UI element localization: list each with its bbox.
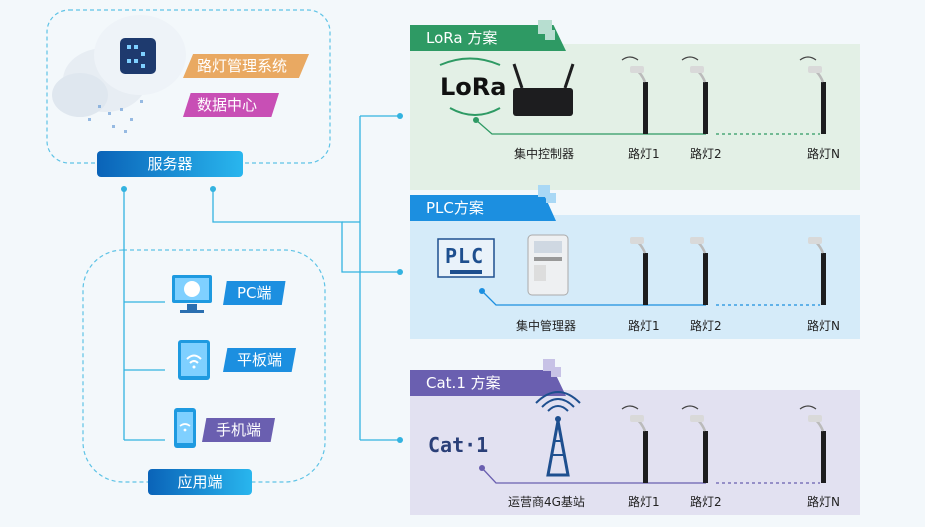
plc-title: PLC方案 — [410, 195, 556, 221]
streetlight-icon — [621, 405, 648, 483]
tower-icon — [535, 391, 581, 477]
plc-lampN-label: 路灯N — [807, 319, 840, 333]
streetlight-icon — [808, 237, 826, 305]
streetlight-icon — [681, 56, 708, 134]
cat1-panel-bg — [410, 390, 860, 515]
cat1-title: Cat.1 方案 — [410, 370, 566, 396]
app-section: PC端 平板端 手机端 应用端 — [148, 265, 330, 495]
plc-controller-label: 集中管理器 — [516, 319, 577, 333]
server-frame — [46, 9, 331, 164]
streetlight-icon — [799, 405, 826, 483]
lora-logo: LoRa — [440, 73, 507, 101]
meter-icon — [527, 234, 569, 296]
cat1-lampN-label: 路灯N — [807, 495, 840, 509]
cat1-lamp1-label: 路灯1 — [628, 495, 660, 509]
tablet-tag: 平板端 — [223, 348, 297, 372]
system-tag: 路灯管理系统 — [183, 54, 310, 78]
phone-icon — [174, 408, 196, 448]
plc-diagram — [437, 234, 826, 306]
cat1-lamp2-label: 路灯2 — [690, 495, 722, 509]
streetlight-icon — [621, 56, 648, 134]
cat1-controller-label: 运营商4G基站 — [508, 495, 585, 509]
data-center-tag: 数据中心 — [183, 93, 280, 117]
cat1-logo: Cat·1 — [428, 433, 489, 457]
lora-lamp2-label: 路灯2 — [690, 147, 722, 161]
app-label: 应用端 — [148, 469, 252, 495]
lora-lamp1-label: 路灯1 — [628, 147, 660, 161]
server-scheme-line — [212, 189, 400, 273]
server-label: 服务器 — [97, 151, 243, 177]
phone-tag: 手机端 — [202, 418, 276, 442]
streetlight-icon — [630, 237, 648, 305]
plc-lamp1-label: 路灯1 — [628, 319, 660, 333]
lora-diagram — [439, 56, 826, 135]
tablet-icon — [178, 340, 210, 380]
lora-controller-label: 集中控制器 — [514, 147, 575, 161]
streetlight-icon — [799, 56, 826, 134]
plc-lamp2-label: 路灯2 — [690, 319, 722, 333]
plc-logo: PLC — [445, 244, 485, 268]
cloud-icon — [52, 15, 186, 133]
monitor-icon — [172, 275, 212, 313]
router-icon — [512, 63, 575, 116]
plc-panel: PLC方案 PLC 集中管理器 — [410, 185, 860, 340]
pc-tag: PC端 — [223, 281, 286, 305]
streetlight-icon — [681, 405, 708, 483]
cat1-panel: Cat.1 方案 Cat·1 — [410, 355, 860, 515]
lora-title: LoRa 方案 — [410, 25, 566, 51]
server-section: 路灯管理系统 数据中心 服务器 — [0, 0, 340, 180]
lora-panel: LoRa 方案 LoRa — [410, 20, 860, 190]
lora-lampN-label: 路灯N — [807, 147, 840, 161]
streetlight-icon — [690, 237, 708, 305]
cat1-diagram — [479, 391, 826, 484]
